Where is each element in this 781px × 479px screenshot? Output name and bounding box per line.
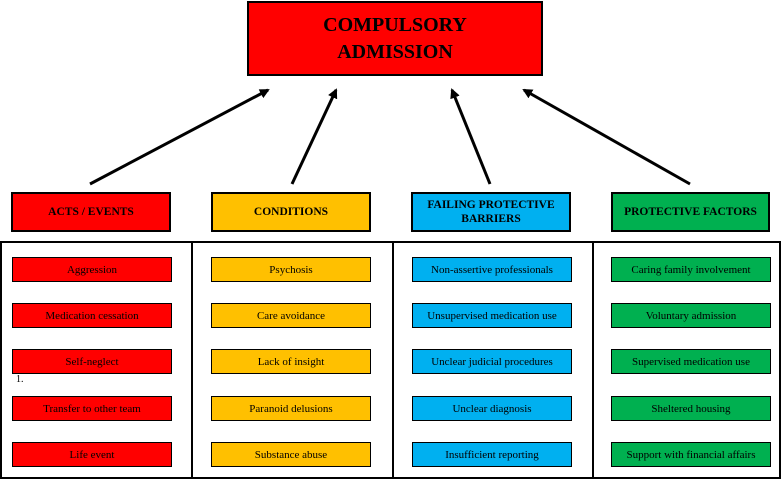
column-failing-protective-barriers: Non-assertive professionals Unsupervised… <box>392 241 594 479</box>
item-barriers-2: Unsupervised medication use <box>412 303 572 328</box>
item-acts-4: Transfer to other team <box>12 396 172 421</box>
item-barriers-1: Non-assertive professionals <box>412 257 572 282</box>
item-conditions-5: Substance abuse <box>211 442 371 467</box>
item-acts-3: Self-neglect <box>12 349 172 374</box>
item-acts-2: Medication cessation <box>12 303 172 328</box>
item-conditions-3: Lack of insight <box>211 349 371 374</box>
item-barriers-3: Unclear judicial procedures <box>412 349 572 374</box>
header-failing-protective-barriers: FAILING PROTECTIVE BARRIERS <box>411 192 571 232</box>
header-conditions: CONDITIONS <box>211 192 371 232</box>
title-line-2: ADMISSION <box>337 40 453 63</box>
arrow-protective <box>522 88 691 186</box>
item-acts-1: Aggression <box>12 257 172 282</box>
item-barriers-4: Unclear diagnosis <box>412 396 572 421</box>
item-acts-5: Life event <box>12 442 172 467</box>
item-protective-1: Caring family involvement <box>611 257 771 282</box>
arrow-barriers <box>450 88 492 185</box>
item-protective-3: Supervised medication use <box>611 349 771 374</box>
title-line-1: COMPULSORY <box>323 13 467 36</box>
column-acts-events: Aggression Medication cessation Self-neg… <box>0 241 193 479</box>
column-conditions: Psychosis Care avoidance Lack of insight… <box>191 241 394 479</box>
item-protective-2: Voluntary admission <box>611 303 771 328</box>
item-barriers-5: Insufficient reporting <box>412 442 572 467</box>
arrow-conditions <box>290 88 338 185</box>
item-conditions-4: Paranoid delusions <box>211 396 371 421</box>
item-protective-5: Support with financial affairs <box>611 442 771 467</box>
arrow-acts <box>89 88 270 186</box>
header-protective-factors: PROTECTIVE FACTORS <box>611 192 770 232</box>
item-protective-4: Sheltered housing <box>611 396 771 421</box>
item-conditions-2: Care avoidance <box>211 303 371 328</box>
title-box: COMPULSORY ADMISSION <box>247 1 543 76</box>
column-protective-factors: Caring family involvement Voluntary admi… <box>592 241 781 479</box>
header-acts-events: ACTS / EVENTS <box>11 192 171 232</box>
list-number-note: 1. <box>16 374 24 385</box>
item-conditions-1: Psychosis <box>211 257 371 282</box>
